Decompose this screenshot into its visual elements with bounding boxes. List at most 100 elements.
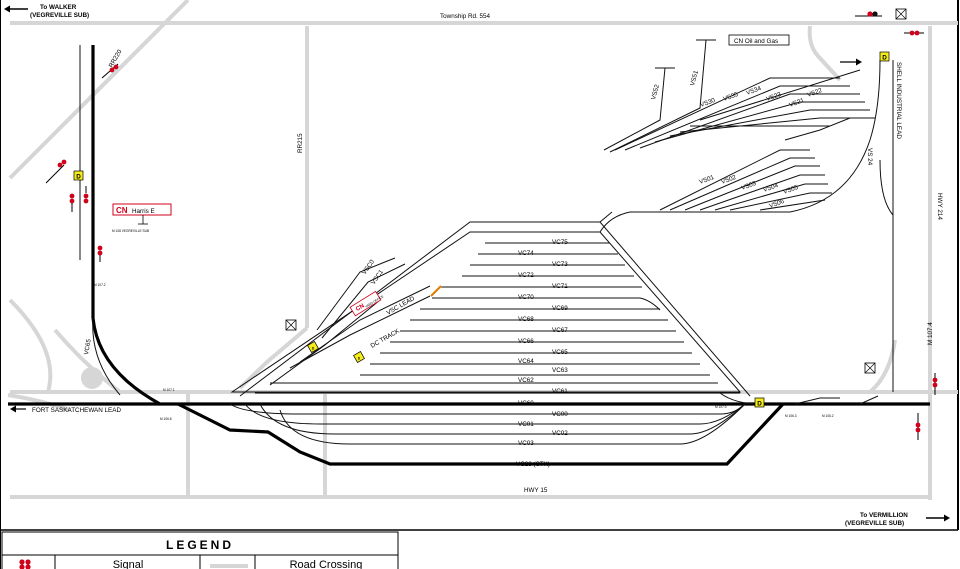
derail-icon: D <box>754 397 765 408</box>
track-label: VC02 <box>552 430 568 437</box>
hwy214-side-road <box>868 339 897 394</box>
track-label: VC75 <box>552 239 568 246</box>
milepost-label: M 106.2 <box>822 414 834 418</box>
signal-icon <box>45 159 67 184</box>
cn-logo-icon: CN <box>116 206 128 215</box>
track-label: VC03 <box>518 440 534 447</box>
legend-signal: Signal <box>113 559 144 569</box>
mainline-south <box>91 317 930 406</box>
signal-icon <box>19 559 31 569</box>
yard-office-icon: CN YARD OFFICE <box>349 290 384 317</box>
derails: D D D D D <box>73 51 890 408</box>
signal-icon <box>83 186 89 204</box>
arrow-right-icon <box>840 58 862 66</box>
svg-text:D: D <box>882 55 887 62</box>
oil-gas-access-road <box>807 25 842 82</box>
rr215-label: RR215 <box>297 133 304 153</box>
arrow-left-icon <box>10 405 26 413</box>
tracks <box>8 39 930 466</box>
rr220-road <box>8 0 190 180</box>
track-label: VS21 <box>788 97 805 109</box>
derail-icon: D <box>307 341 319 353</box>
vc03-track <box>279 403 746 445</box>
milepost-label: M 107.4 <box>927 322 934 345</box>
legend-road-crossing: Road Crossing <box>290 559 363 569</box>
signals <box>45 11 938 440</box>
track-label: VC72 <box>518 272 534 279</box>
vsc1-spur <box>321 263 406 339</box>
milepost-labels: M 107.4 M 107.1 M 106.8 M 107.2 M 106.3 … <box>94 283 934 421</box>
track-label: VS 24 <box>866 148 873 166</box>
track-label: VC70 <box>518 294 534 301</box>
track-label: VC00 <box>552 411 568 418</box>
vs-upper-tracks <box>603 39 875 153</box>
derail-icon: D <box>353 351 365 363</box>
svg-text:D: D <box>757 401 762 408</box>
track-label: VC68 <box>518 316 534 323</box>
switch-lamp-icon <box>430 285 442 297</box>
signal-icon <box>904 30 924 36</box>
signal-icon <box>915 413 921 440</box>
track-label: VC63 <box>552 367 568 374</box>
vs-connector <box>599 59 881 233</box>
track-label: VS05 <box>782 184 799 196</box>
track-label: VC69 <box>552 305 568 312</box>
milepost-label: M 106.8 <box>160 417 172 421</box>
vc23-stk-track <box>177 402 785 466</box>
cn-oil-gas-box <box>728 34 790 46</box>
legend-title: LEGEND <box>166 538 234 552</box>
vs-lower-tracks <box>659 117 851 211</box>
hwy15-label: HWY 15 <box>524 487 548 494</box>
fort-sask-label: FORT SASKATCHEWAN LEAD <box>32 407 121 414</box>
lead-link <box>269 299 381 386</box>
rr215-curve <box>238 326 309 390</box>
signal-icon <box>69 193 75 212</box>
milepost-label: M 106.3 <box>785 414 797 418</box>
legend: LEGEND Signal Road Crossing <box>1 531 399 569</box>
vc01-track <box>244 403 746 425</box>
track-label: VC66 <box>518 338 534 345</box>
shell-label: SHELL INDUSTRIAL LEAD <box>895 62 902 139</box>
roundabout <box>81 367 103 389</box>
track-label: VS51 <box>689 69 700 86</box>
arrow-right-icon <box>926 514 950 522</box>
roads <box>7 0 958 500</box>
track-label: VS01 <box>698 174 715 186</box>
east-spur-1 <box>794 397 840 405</box>
track-label: VC67 <box>552 327 568 334</box>
vermillion-sub-label: (VEGREVILLE SUB) <box>845 520 904 527</box>
track-label: VSC1 <box>370 268 385 286</box>
derail-icon: D <box>879 51 890 62</box>
track-label: VS34 <box>745 85 762 97</box>
direction-labels: To WALKER (VEGREVILLE SUB) To VERMILLION… <box>30 4 908 527</box>
harris-label: Harris E <box>132 208 155 215</box>
east-spur-2 <box>859 395 879 405</box>
track-label: VC65 <box>83 338 93 355</box>
connector-road-west <box>8 298 53 393</box>
harris-mile-label: M 108 VEGREVILLE SUB <box>112 229 149 233</box>
track-label: VC62 <box>518 377 534 384</box>
track-label: VSC0 <box>361 258 376 276</box>
crossing-box-icon <box>895 8 907 20</box>
arrow-left-icon <box>4 5 28 13</box>
vc02-track <box>259 403 746 435</box>
crossings <box>285 8 907 374</box>
walker-sub-label: (VEGREVILLE SUB) <box>30 12 89 19</box>
vc65-spur <box>92 317 121 396</box>
connector-road-3 <box>7 393 71 412</box>
milepost-label: M 107.0 <box>715 405 727 409</box>
cn-oil-gas-label: CN Oil and Gas <box>734 38 778 45</box>
township-label: Township Rd. 554 <box>440 13 491 20</box>
vs-connector-2 <box>599 211 613 223</box>
svg-text:D: D <box>358 357 361 361</box>
dc-track-label: DC TRACK <box>370 327 402 349</box>
dc-track <box>289 295 431 369</box>
milepost-label: M 107.1 <box>163 388 175 392</box>
track-label: VS35 <box>722 91 739 103</box>
signal-icon <box>932 373 938 395</box>
track-label: VS06 <box>768 198 785 210</box>
track-label: VC01 <box>518 421 534 428</box>
milepost-label: M 107.2 <box>94 283 106 287</box>
signal-icon <box>97 245 103 262</box>
